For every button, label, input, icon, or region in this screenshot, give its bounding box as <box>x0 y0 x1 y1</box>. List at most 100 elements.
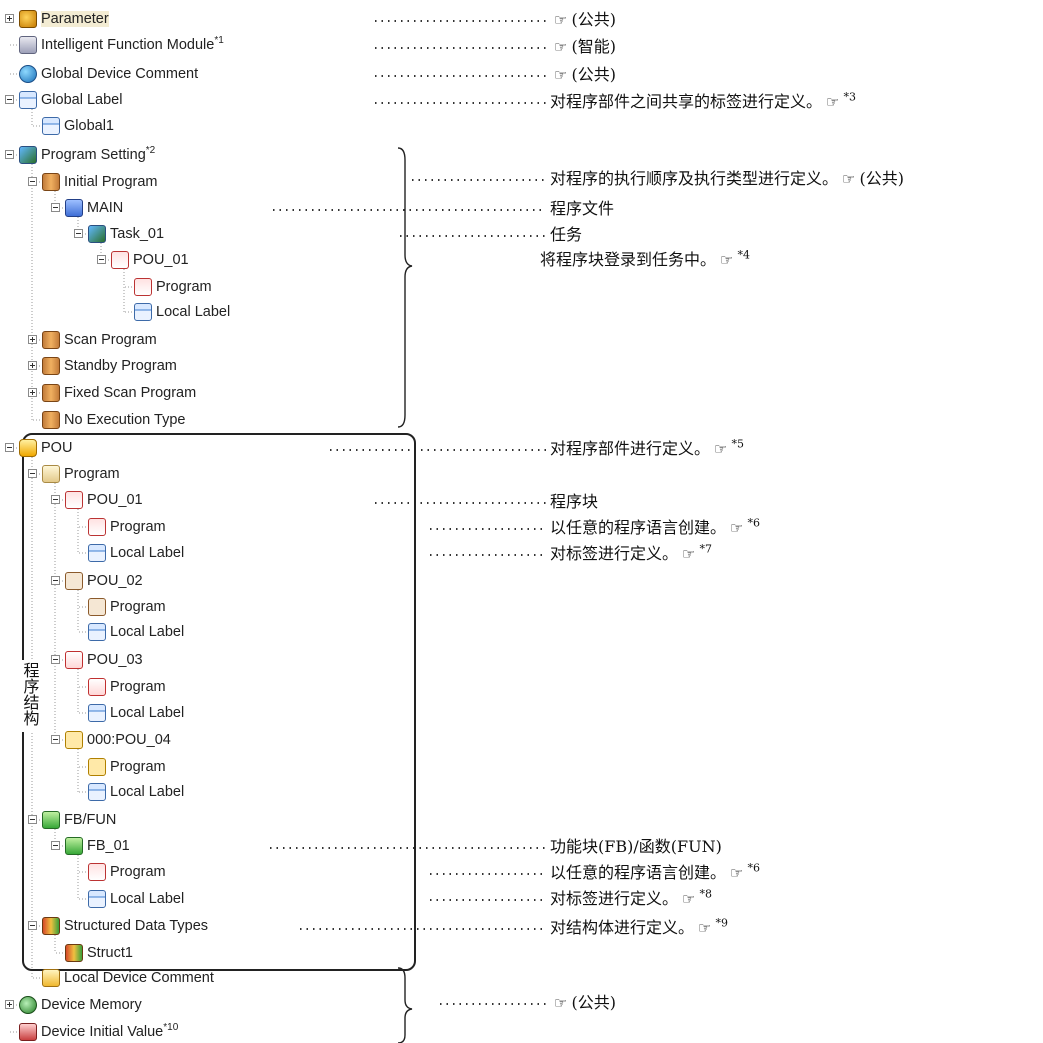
tree-node-label[interactable]: Program <box>110 597 166 617</box>
tree-node-label[interactable]: Struct1 <box>87 943 133 963</box>
annotation-description: 功能块(FB)/函数(FUN) <box>550 837 722 856</box>
expand-toggle[interactable] <box>5 14 14 23</box>
tree-node-label[interactable]: Local Label <box>156 302 230 322</box>
tree-node-label[interactable]: Program Setting*2 <box>41 145 155 165</box>
local-label-icon <box>88 783 106 801</box>
tree-node-label[interactable]: Local Label <box>110 782 184 802</box>
pointing-hand-icon: ☞ <box>730 519 744 537</box>
annotation-text: ☞(公共) <box>550 992 616 1014</box>
collapse-toggle[interactable] <box>28 815 37 824</box>
annotation-description: 对标签进行定义。 <box>550 889 679 908</box>
tree-node-label[interactable]: Local Label <box>110 889 184 909</box>
collapse-toggle[interactable] <box>51 841 60 850</box>
program-folder-icon <box>42 465 60 483</box>
pointing-hand-icon: ☞ <box>720 251 734 269</box>
ladder-pou-icon <box>111 251 129 269</box>
tree-node-label[interactable]: Fixed Scan Program <box>64 383 196 403</box>
tree-node-label[interactable]: Global Device Comment <box>41 64 198 84</box>
tree-node-label[interactable]: POU_03 <box>87 650 143 670</box>
local-label-icon <box>134 303 152 321</box>
annotation-description: 对程序部件之间共享的标签进行定义。 <box>550 92 823 111</box>
collapse-toggle[interactable] <box>97 255 106 264</box>
fbd-program-icon <box>88 678 106 696</box>
pointing-hand-icon: ☞ <box>554 38 568 56</box>
expand-toggle[interactable] <box>28 361 37 370</box>
tree-node-label[interactable]: POU <box>41 438 72 458</box>
tree-node-label[interactable]: Task_01 <box>110 224 164 244</box>
manual-reference: (智能) <box>571 37 616 56</box>
tree-node-label[interactable]: POU_01 <box>133 250 189 270</box>
tree-node-label[interactable]: Program <box>110 862 166 882</box>
tree-node-text: Task_01 <box>110 226 165 242</box>
pointing-hand-icon: ☞ <box>698 919 712 937</box>
collapse-toggle[interactable] <box>5 95 14 104</box>
collapse-toggle[interactable] <box>74 229 83 238</box>
collapse-toggle[interactable] <box>28 921 37 930</box>
expand-toggle[interactable] <box>5 1000 14 1009</box>
tree-node-label[interactable]: FB_01 <box>87 836 130 856</box>
tree-node-text: Global Label <box>41 92 123 108</box>
tree-node-text: Device Initial Value <box>41 1024 164 1040</box>
manual-reference: (公共) <box>859 169 904 188</box>
tree-node-label[interactable]: MAIN <box>87 198 123 218</box>
tree-node-text: Standby Program <box>64 358 177 374</box>
tree-node-label[interactable]: Structured Data Types <box>64 916 208 936</box>
tree-node-label[interactable]: Program <box>110 757 166 777</box>
sfc-program-icon <box>88 758 106 776</box>
tree-node-label[interactable]: No Execution Type <box>64 410 185 430</box>
tree-node-label[interactable]: Device Initial Value*10 <box>41 1022 178 1042</box>
tree-node-text: Program <box>110 759 166 775</box>
tree-node-label[interactable]: Local Label <box>110 622 184 642</box>
collapse-toggle[interactable] <box>51 655 60 664</box>
tree-node-label[interactable]: Program <box>64 464 120 484</box>
tree-node-text: Local Label <box>156 304 231 320</box>
collapse-toggle[interactable] <box>51 576 60 585</box>
program-structure-frame <box>22 433 416 971</box>
annotation-text: 对结构体进行定义。☞*9 <box>550 917 728 939</box>
tree-node-label[interactable]: Local Label <box>110 703 184 723</box>
collapse-toggle[interactable] <box>28 469 37 478</box>
ladder-pou-icon <box>65 491 83 509</box>
tree-node-label[interactable]: Standby Program <box>64 356 177 376</box>
tree-node-label[interactable]: Global1 <box>64 116 114 136</box>
collapse-toggle[interactable] <box>28 177 37 186</box>
ladder-program-icon <box>88 863 106 881</box>
tree-node-label[interactable]: FB/FUN <box>64 810 116 830</box>
tree-node-text: Local Label <box>110 891 185 907</box>
st-program-icon <box>88 598 106 616</box>
expand-toggle[interactable] <box>28 388 37 397</box>
tree-node-label[interactable]: Intelligent Function Module*1 <box>41 35 224 55</box>
annotation-description: 对程序的执行顺序及执行类型进行定义。 <box>550 169 839 188</box>
collapse-toggle[interactable] <box>51 495 60 504</box>
tree-node-label[interactable]: Local Label <box>110 543 184 563</box>
tree-node-label[interactable]: POU_01 <box>87 490 143 510</box>
tree-node-label[interactable]: POU_02 <box>87 571 143 591</box>
struct-types-icon <box>42 917 60 935</box>
tree-node-label[interactable]: Scan Program <box>64 330 157 350</box>
tree-node-label[interactable]: Local Device Comment <box>64 968 214 988</box>
tree-node-label[interactable]: 000:POU_04 <box>87 730 171 750</box>
footnote-mark: *2 <box>145 145 156 157</box>
tree-node-label[interactable]: Program <box>156 277 212 297</box>
comment-icon <box>19 65 37 83</box>
program-type-icon <box>42 411 60 429</box>
tree-node-label[interactable]: Parameter <box>41 9 109 29</box>
collapse-toggle[interactable] <box>5 150 14 159</box>
collapse-toggle[interactable] <box>51 735 60 744</box>
pointing-hand-icon: ☞ <box>682 545 696 563</box>
tree-node-label[interactable]: Program <box>110 677 166 697</box>
program-type-icon <box>42 384 60 402</box>
collapse-toggle[interactable] <box>5 443 14 452</box>
tree-node-label[interactable]: Device Memory <box>41 995 142 1015</box>
tree-node-text: FB/FUN <box>64 812 117 828</box>
footnote-mark: *9 <box>715 916 728 930</box>
collapse-toggle[interactable] <box>51 203 60 212</box>
program-type-icon <box>42 173 60 191</box>
tree-node-label[interactable]: Global Label <box>41 90 122 110</box>
tree-node-label[interactable]: Initial Program <box>64 172 157 192</box>
expand-toggle[interactable] <box>28 335 37 344</box>
program-type-icon <box>42 357 60 375</box>
tree-node-label[interactable]: Program <box>110 517 166 537</box>
tree-node-text: Structured Data Types <box>64 918 209 934</box>
annotation-text: 对标签进行定义。☞*8 <box>550 888 712 910</box>
